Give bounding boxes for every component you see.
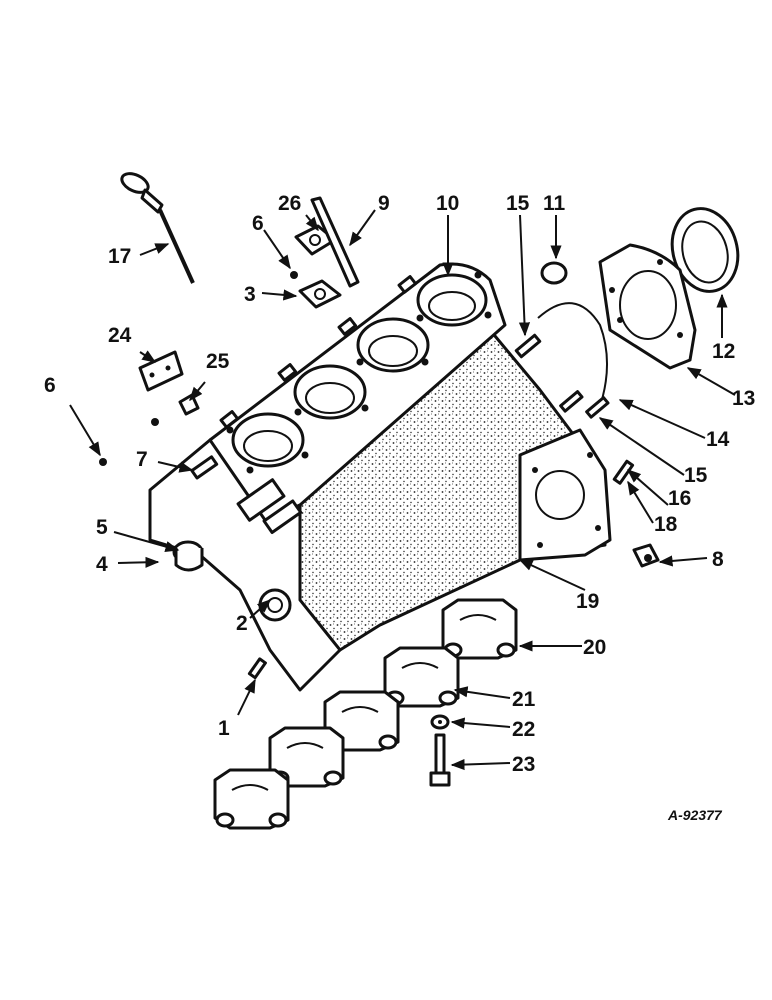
- push-rod-tube: [310, 196, 360, 288]
- oil-dipstick: [120, 172, 195, 284]
- callout-15a: 15: [506, 192, 530, 215]
- callout-23: 23: [512, 753, 535, 776]
- callout-20: 20: [583, 636, 606, 659]
- callout-6b: 6: [44, 374, 56, 397]
- seal-retainer-plate: [598, 243, 697, 370]
- callout-8: 8: [712, 548, 724, 571]
- callout-21: 21: [512, 688, 536, 711]
- callout-2: 2: [236, 612, 248, 635]
- callout-13: 13: [732, 387, 755, 410]
- callout-10: 10: [436, 192, 459, 215]
- callout-25: 25: [206, 350, 230, 373]
- rear-gasket: [537, 302, 608, 413]
- cylinder-block: [148, 262, 612, 692]
- callout-3: 3: [244, 283, 256, 306]
- rear-oil-seal: [670, 207, 740, 293]
- callout-18: 18: [654, 513, 678, 536]
- lock-washer: [430, 714, 450, 730]
- callout-26: 26: [278, 192, 301, 215]
- callout-24: 24: [108, 324, 132, 347]
- leader-lines: [69, 209, 736, 771]
- callout-15b: 15: [684, 464, 708, 487]
- cover-plate: [138, 350, 184, 392]
- callout-17: 17: [108, 245, 131, 268]
- callout-9: 9: [378, 192, 390, 215]
- main-bearing-caps: [213, 598, 518, 830]
- drain-cock: [632, 543, 660, 568]
- callout-6a: 6: [252, 212, 264, 235]
- dowel-pins: [190, 333, 635, 485]
- callout-14: 14: [706, 428, 730, 451]
- callout-labels: 1 2 3 4 5 6 6 7 8 9 10 11 12 13 14 15 15…: [44, 192, 755, 776]
- camshaft-bearing: [172, 540, 204, 572]
- callout-19: 19: [576, 590, 599, 613]
- callout-12: 12: [712, 340, 735, 363]
- callout-5: 5: [96, 516, 108, 539]
- callout-4: 4: [96, 553, 108, 576]
- pipe-plug: [99, 458, 107, 466]
- head-bolt-holes: [219, 271, 492, 474]
- expansion-plug: [540, 261, 568, 285]
- bearing-cap-bolt: [429, 733, 451, 787]
- drawing-reference-code: A-92377: [667, 807, 723, 823]
- callout-7: 7: [136, 448, 148, 471]
- callout-22: 22: [512, 718, 535, 741]
- small-dowel: [247, 657, 267, 680]
- callout-11: 11: [543, 192, 566, 215]
- callout-16: 16: [668, 487, 691, 510]
- callout-1: 1: [218, 717, 230, 740]
